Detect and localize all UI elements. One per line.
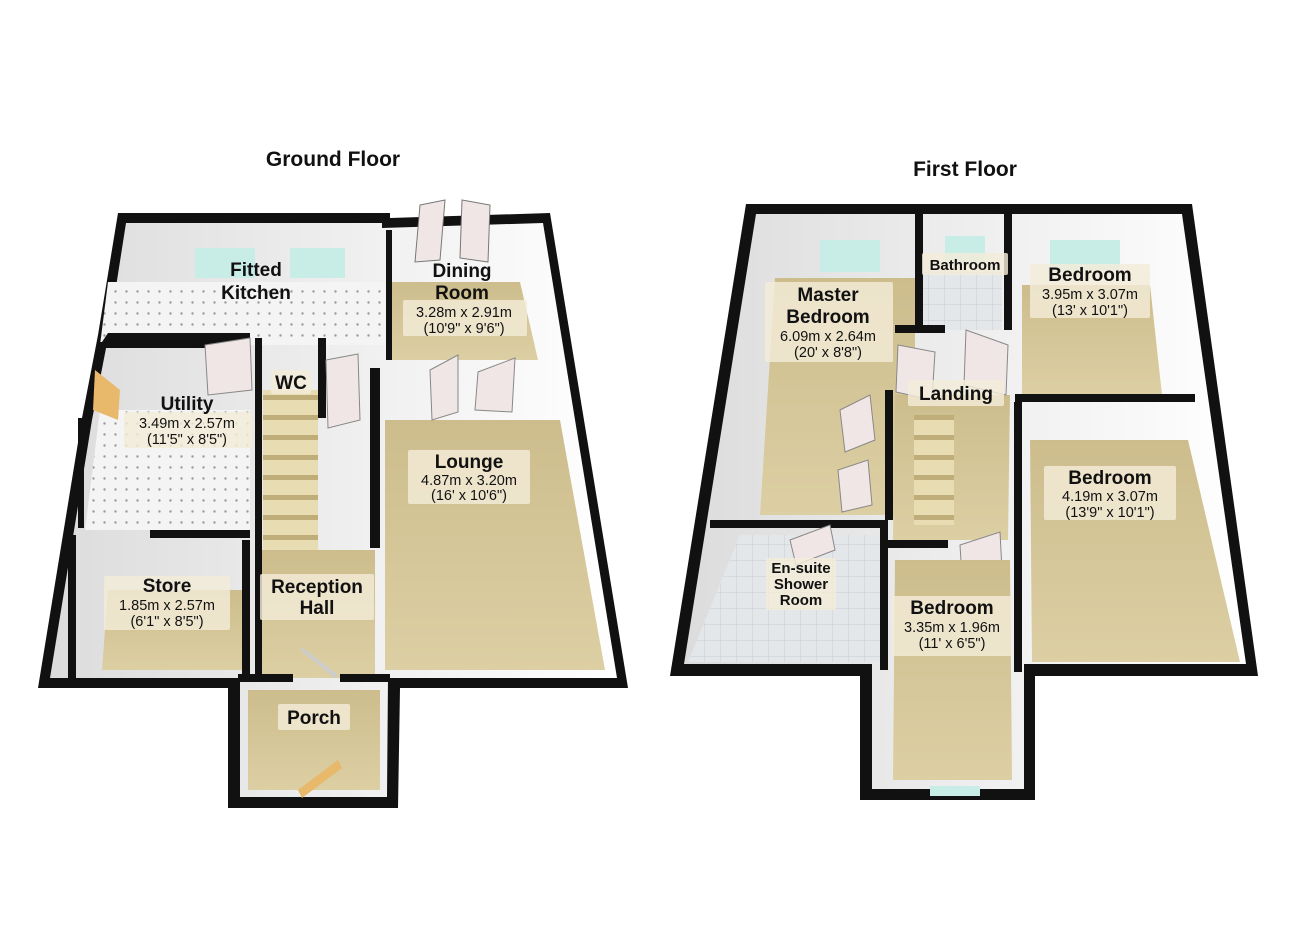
- lounge-name: Lounge: [435, 452, 504, 473]
- bedroom-right-dim-imperial: (13'9" x 10'1"): [1065, 505, 1154, 521]
- wc-name: WC: [275, 373, 307, 394]
- bedroom-bottom: [888, 540, 1012, 796]
- kitchen-name-1: Fitted: [230, 260, 282, 281]
- store-label: Store 1.85m x 2.57m (6'1" x 8'5"): [104, 576, 230, 630]
- master-name-2: Bedroom: [786, 307, 869, 328]
- bedroom-top-dim-imperial: (13' x 10'1"): [1052, 303, 1128, 319]
- bathroom-label: Bathroom: [922, 253, 1008, 275]
- ensuite-label: En-suite Shower Room: [766, 558, 836, 610]
- ground-floor-title: Ground Floor: [266, 148, 400, 171]
- dining-french-doors: [414, 199, 491, 263]
- kitchen-label: Fitted Kitchen: [221, 260, 291, 304]
- kitchen-name-2: Kitchen: [221, 283, 291, 304]
- landing-name: Landing: [919, 384, 993, 405]
- store-dim-imperial: (6'1" x 8'5"): [130, 614, 203, 630]
- first-floor-title: First Floor: [913, 158, 1017, 181]
- first-floor: First Floor: [670, 158, 1258, 800]
- dining-name-1: Dining: [432, 261, 491, 282]
- bedroom-top-label: Bedroom 3.95m x 3.07m (13' x 10'1"): [1030, 264, 1150, 319]
- reception-label: Reception Hall: [260, 574, 374, 620]
- wc-label: WC: [271, 370, 311, 394]
- master-name-1: Master: [797, 285, 859, 306]
- ground-stairs: [263, 390, 318, 550]
- ensuite-name-1: En-suite: [771, 560, 830, 577]
- wc-room: [255, 338, 361, 678]
- bedroom-bottom-label: Bedroom 3.35m x 1.96m (11' x 6'5"): [892, 596, 1012, 656]
- bedroom-top-dim-metric: 3.95m x 3.07m: [1042, 287, 1138, 303]
- ground-floor: Ground Floor: [38, 148, 628, 808]
- ensuite-name-3: Room: [780, 592, 823, 609]
- lounge-label: Lounge 4.87m x 3.20m (16' x 10'6"): [408, 450, 530, 504]
- porch-label: Porch: [278, 704, 350, 730]
- reception-name-1: Reception: [271, 577, 363, 598]
- bedroom-bottom-dim-imperial: (11' x 6'5"): [919, 636, 986, 652]
- utility-name: Utility: [161, 394, 214, 415]
- master-dim-metric: 6.09m x 2.64m: [780, 329, 876, 345]
- bedroom-right-label: Bedroom 4.19m x 3.07m (13'9" x 10'1"): [1044, 466, 1176, 521]
- bedroom-bottom-name: Bedroom: [910, 598, 993, 619]
- bedroom-right-dim-metric: 4.19m x 3.07m: [1062, 489, 1158, 505]
- bedroom-right-name: Bedroom: [1068, 468, 1151, 489]
- ensuite-name-2: Shower: [774, 576, 828, 593]
- bathroom-name: Bathroom: [930, 257, 1001, 274]
- porch-name: Porch: [287, 708, 341, 729]
- utility-dim-metric: 3.49m x 2.57m: [139, 416, 235, 432]
- first-stairs: [914, 415, 954, 525]
- bedroom-top-name: Bedroom: [1048, 265, 1131, 286]
- lounge-dim-imperial: (16' x 10'6"): [431, 488, 507, 504]
- dining-label: Dining Room 3.28m x 2.91m (10'9" x 9'6"): [403, 261, 527, 337]
- master-dim-imperial: (20' x 8'8"): [794, 345, 862, 361]
- dining-dim-imperial: (10'9" x 9'6"): [423, 321, 504, 337]
- landing-label: Landing: [908, 380, 1004, 406]
- bedroom-bottom-dim-metric: 3.35m x 1.96m: [904, 620, 1000, 636]
- dining-dim-metric: 3.28m x 2.91m: [416, 305, 512, 321]
- store-name: Store: [143, 576, 192, 597]
- dining-name-2: Room: [435, 283, 489, 304]
- lounge-dim-metric: 4.87m x 3.20m: [421, 473, 517, 489]
- utility-dim-imperial: (11'5" x 8'5"): [147, 432, 227, 448]
- store-dim-metric: 1.85m x 2.57m: [119, 598, 215, 614]
- utility-label: Utility 3.49m x 2.57m (11'5" x 8'5"): [124, 394, 252, 448]
- master-label: Master Bedroom 6.09m x 2.64m (20' x 8'8"…: [765, 282, 893, 362]
- reception-name-2: Hall: [300, 598, 335, 619]
